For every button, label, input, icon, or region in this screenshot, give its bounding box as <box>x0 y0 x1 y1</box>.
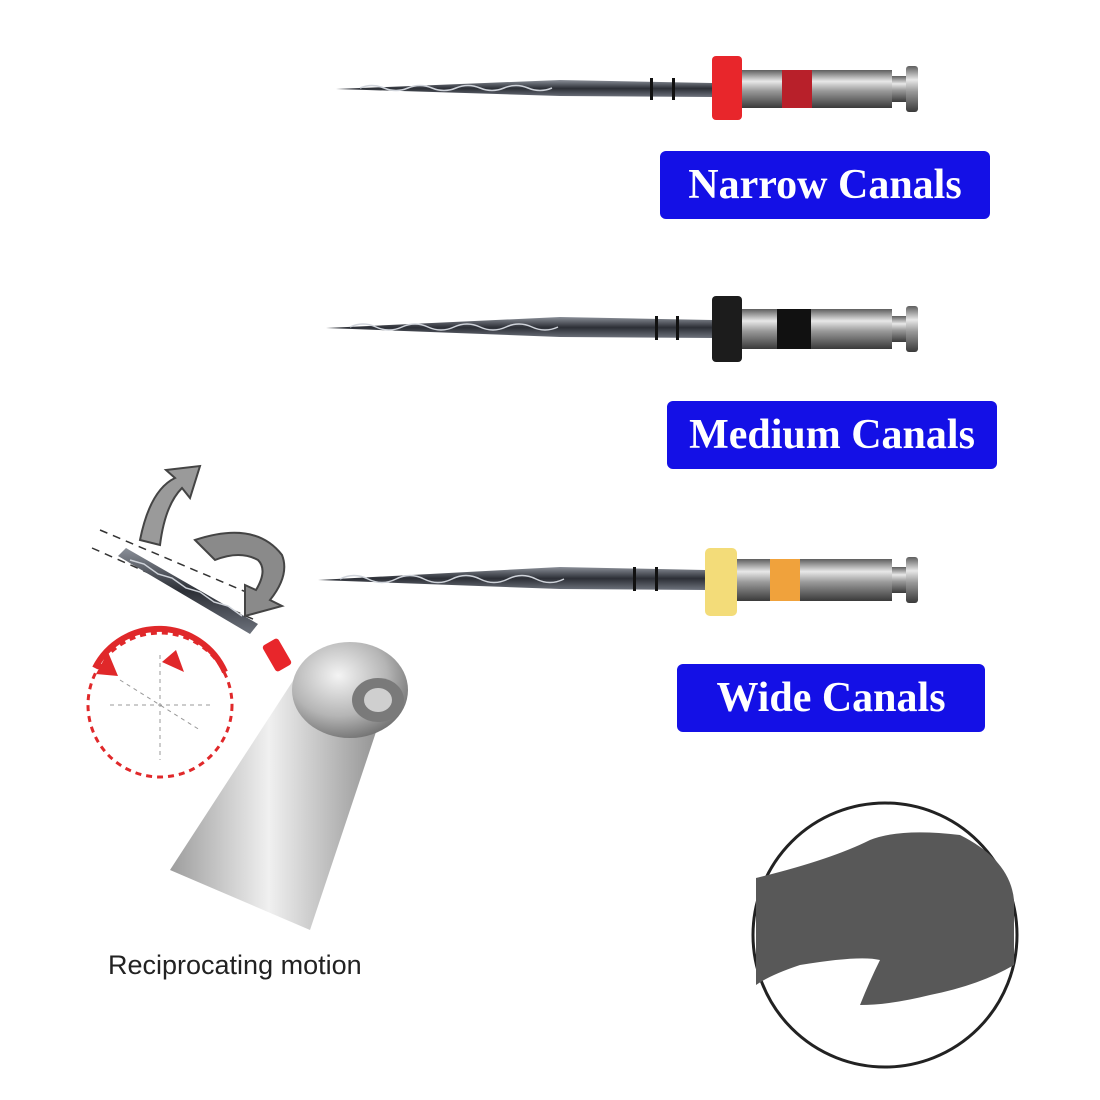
label-narrow-canals: Narrow Canals <box>660 151 990 219</box>
handpiece-illustration <box>86 464 408 930</box>
stop-ring-red <box>712 56 742 120</box>
label-wide-canals: Wide Canals <box>677 664 985 732</box>
file-medium <box>326 296 918 362</box>
motion-arrow-left-icon <box>96 652 118 676</box>
stop-ring-black <box>712 296 742 362</box>
caption-reciprocating-motion: Reciprocating motion <box>108 950 362 980</box>
file-narrow <box>336 56 918 120</box>
cross-section <box>751 801 1019 1069</box>
stop-ring-yellow <box>705 548 737 616</box>
label-medium-canals: Medium Canals <box>667 401 997 469</box>
file-wide <box>318 548 918 616</box>
motion-arrow-right-icon <box>162 650 184 672</box>
